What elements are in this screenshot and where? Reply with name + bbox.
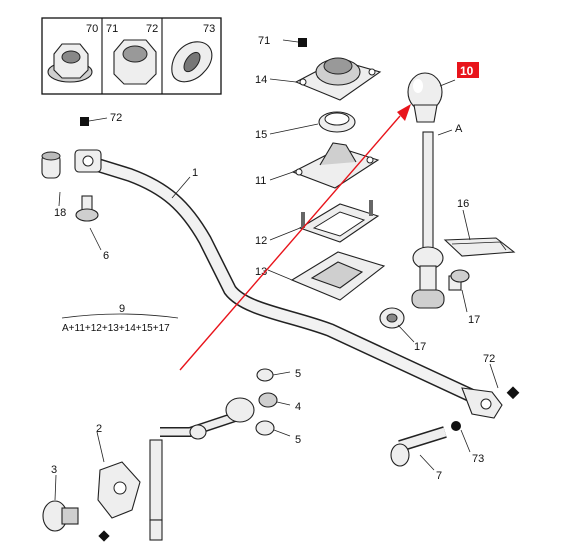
- callouts: 1 2 3 4 5 5 6 7 11 12 13 14 15 16 17 17 …: [51, 35, 495, 482]
- gaiter-plate-14: [294, 57, 382, 101]
- kit-formula: A+11+12+13+14+15+17: [62, 323, 170, 334]
- kit-number: 9: [119, 303, 125, 315]
- washer-73: [171, 41, 213, 83]
- inset-label-72: 72: [146, 23, 158, 35]
- callout-18: 18: [54, 207, 66, 219]
- callout-A: A: [455, 123, 463, 135]
- callout-72-right: 72: [483, 353, 495, 365]
- bush-18: [41, 151, 61, 179]
- leader-lines: [54, 39, 499, 501]
- callout-13: 13: [255, 266, 267, 278]
- bush-4: [258, 392, 278, 408]
- callout-1: 1: [192, 167, 198, 179]
- callout-73: 73: [472, 453, 484, 465]
- gear-knob-10: [407, 72, 443, 123]
- callout-10: 10: [460, 64, 474, 78]
- callout-3: 3: [51, 464, 57, 476]
- red-pointer-arrow: [179, 104, 411, 371]
- bush-17-left: [379, 307, 405, 329]
- callout-4: 4: [295, 401, 301, 413]
- ring-15: [318, 111, 356, 133]
- callout-11: 11: [255, 175, 266, 187]
- callout-6: 6: [103, 250, 109, 262]
- gasket-12: [298, 200, 380, 243]
- fastener-marker-bottom: [98, 530, 110, 542]
- callout-5-top: 5: [295, 368, 301, 380]
- callout-17-left: 17: [414, 341, 426, 353]
- fastener-marker-73: [451, 421, 461, 431]
- inset-label-70: 70: [86, 23, 98, 35]
- fastener-marker-72-left: [80, 117, 89, 126]
- callout-16: 16: [457, 198, 469, 210]
- callout-71: 71: [258, 35, 270, 47]
- fastener-marker-71: [298, 38, 307, 47]
- fastener-inset: 70 71 72 73: [41, 17, 222, 95]
- bush-3: [42, 500, 79, 532]
- flange-nut-70: [47, 43, 93, 83]
- kit-9: 9 A+11+12+13+14+15+17: [61, 303, 179, 334]
- callout-2: 2: [96, 423, 102, 435]
- bush-5-bottom: [255, 420, 275, 436]
- bush-5-top: [256, 368, 274, 382]
- inset-label-71: 71: [106, 23, 118, 35]
- callout-17-right: 17: [468, 314, 480, 326]
- nut-71-72: [113, 39, 157, 85]
- callout-14: 14: [255, 74, 267, 86]
- base-plate-13: [290, 251, 386, 301]
- callout-15: 15: [255, 129, 267, 141]
- callout-72-left: 72: [110, 112, 122, 124]
- callout-10-highlight: [457, 62, 479, 78]
- pin-17-right: [448, 269, 470, 291]
- fastener-marker-72-right: [506, 386, 520, 400]
- inset-label-73: 73: [203, 23, 215, 35]
- bolt-6: [75, 195, 99, 222]
- clip-16: [443, 237, 516, 257]
- callout-12: 12: [255, 235, 267, 247]
- gear-lever: [411, 131, 445, 309]
- bolt-7: [390, 426, 447, 467]
- gear-rod-1: [74, 149, 503, 419]
- selector-arm-2: [97, 439, 163, 542]
- callout-5-bottom: 5: [295, 434, 301, 446]
- boot-11: [291, 142, 380, 189]
- link-rod: [160, 397, 255, 440]
- callout-7: 7: [436, 470, 442, 482]
